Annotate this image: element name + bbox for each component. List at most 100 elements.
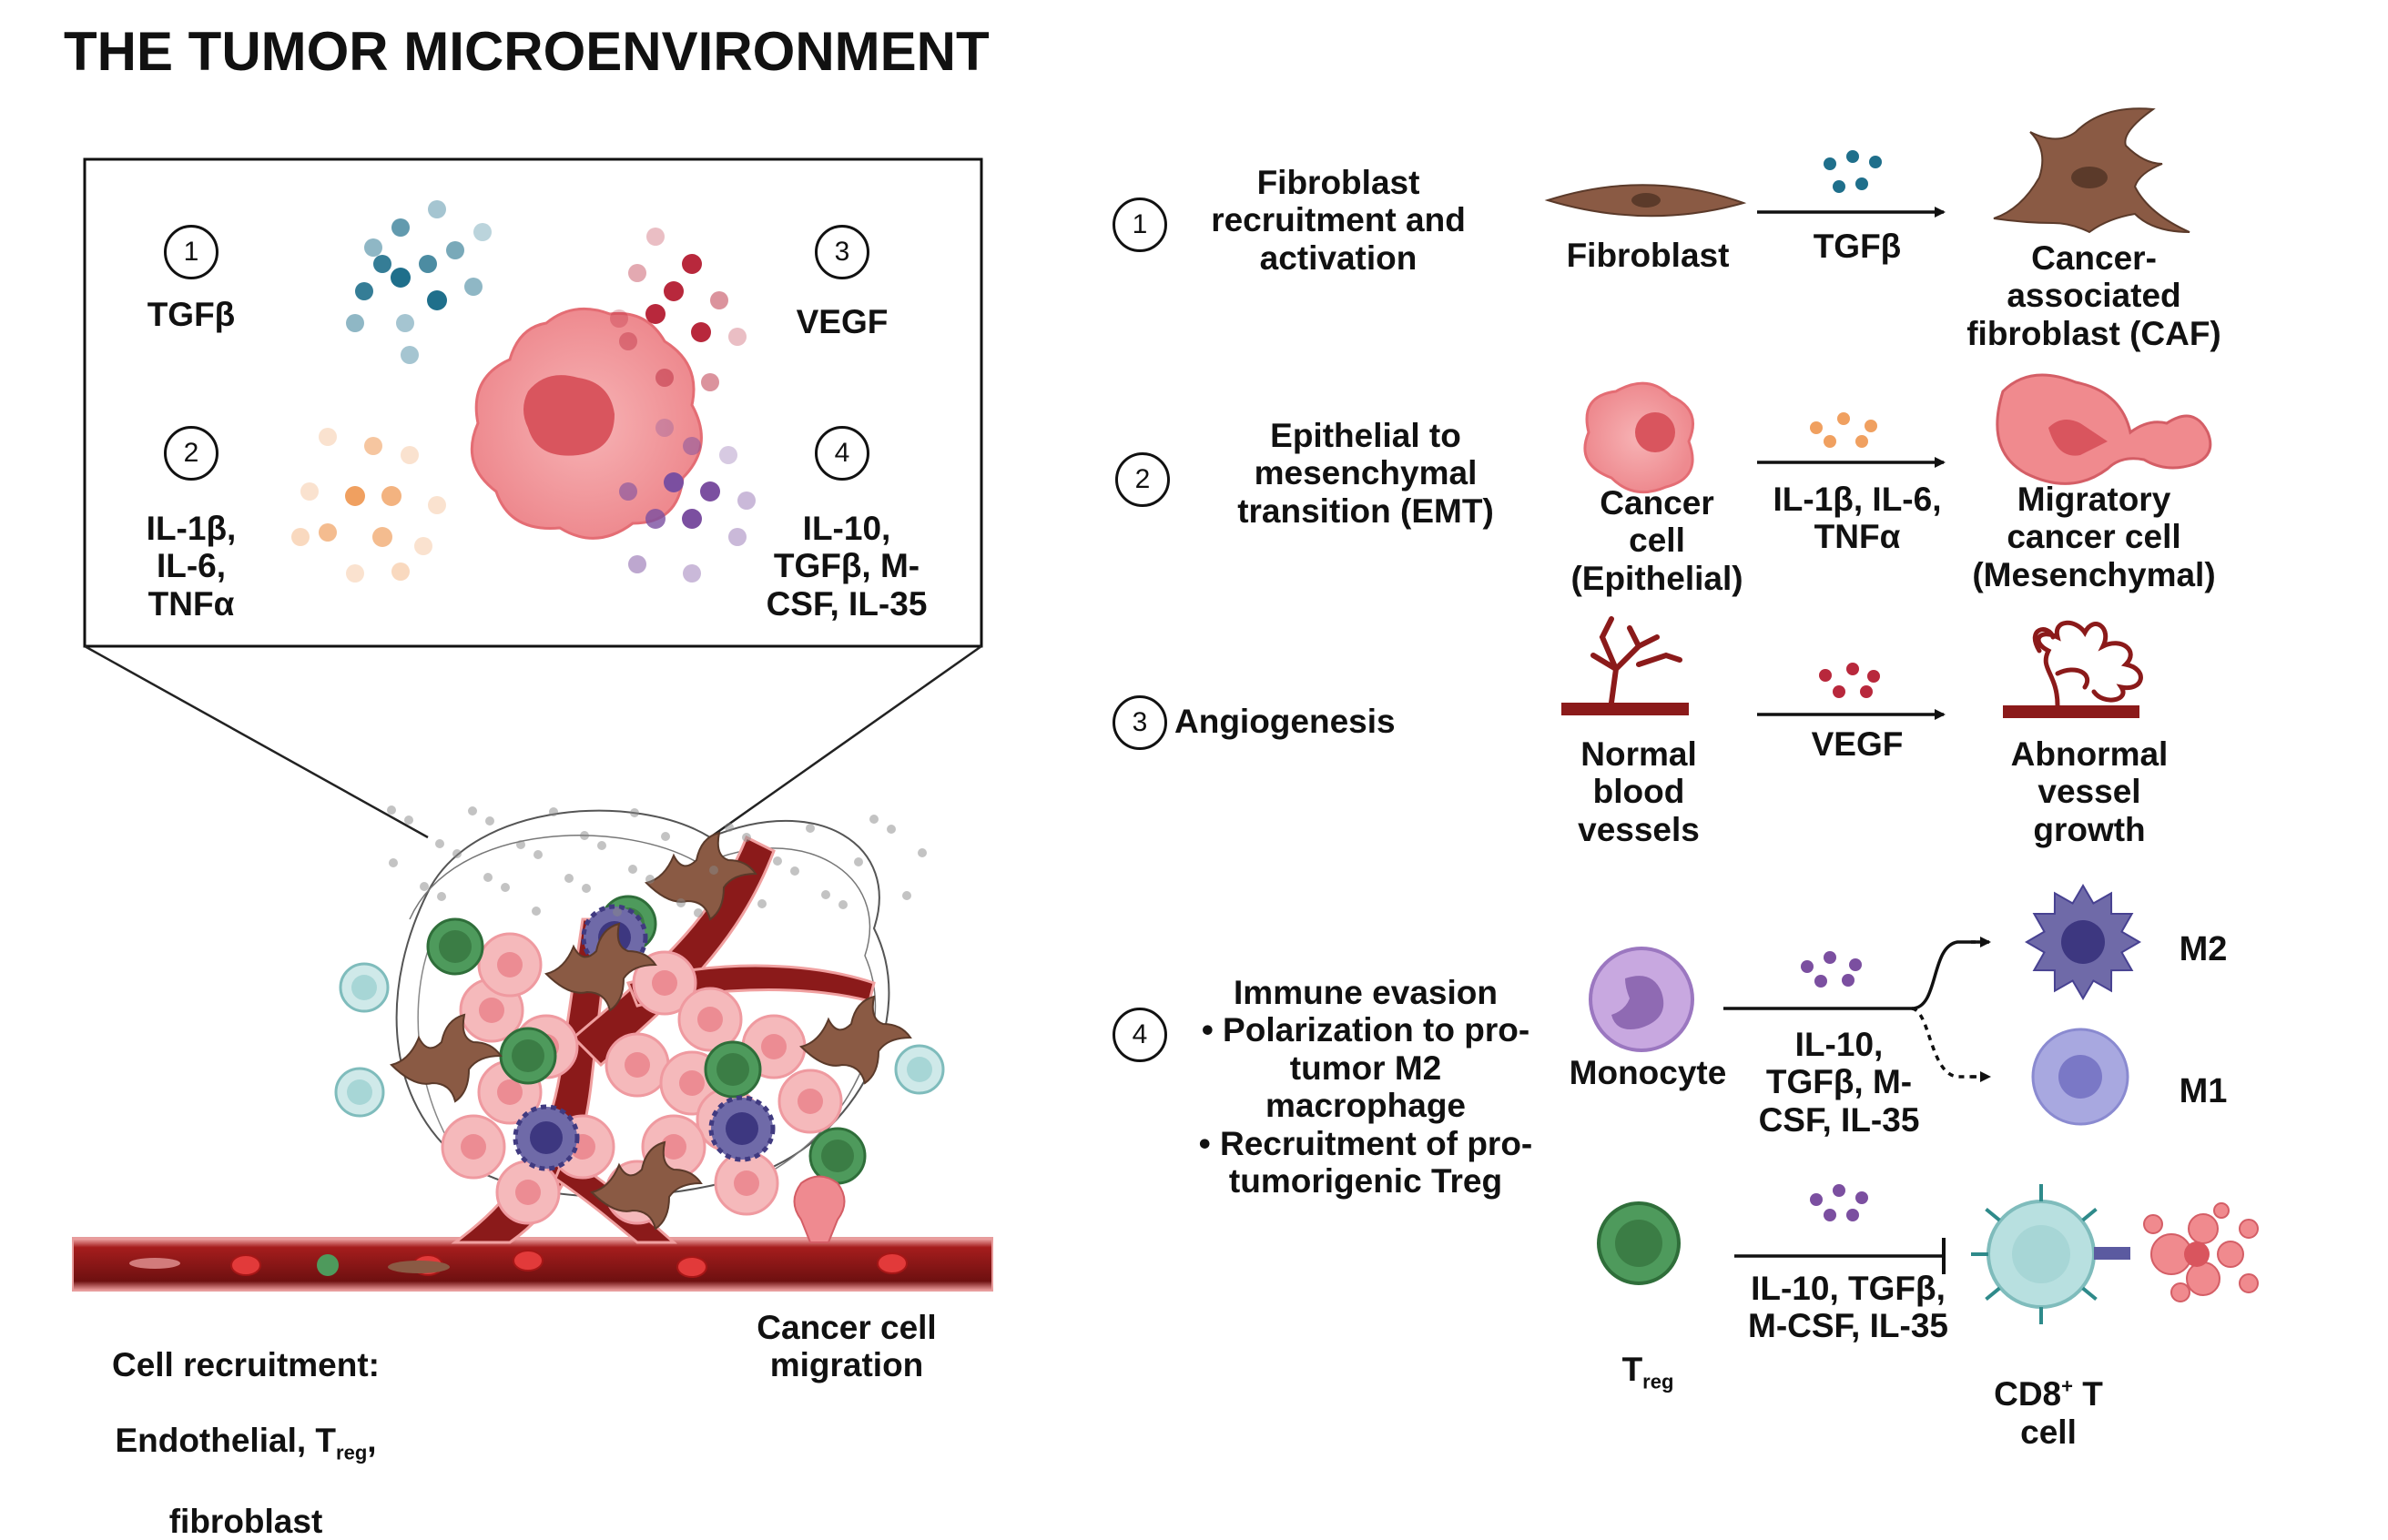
tumor-treg-nucleus [512,1039,544,1072]
il-dots-dot [291,528,310,546]
ecm-dots-dot [773,856,782,866]
tumor-cancer-cell-nucleus [461,1134,486,1160]
il10-dots-dot [728,528,747,546]
vegf-dots-dot [646,228,665,246]
il10-dots-dot [700,481,720,502]
tumor-cancer-cell-nucleus [515,1180,541,1205]
il10-dots-dot [719,446,737,464]
apoptotic-cancer-fragment [2239,1219,2259,1239]
migrating-cancer-cell [793,1175,846,1243]
epithelial-cancer-nucleus [1635,412,1675,452]
treg-il10-dots-dot [1810,1193,1823,1206]
il10-dots [619,419,756,583]
process1-tgfb-dots-dot [1846,150,1859,163]
ecm-dots-dot [628,865,637,874]
process1-tgfb-dots-dot [1833,180,1845,193]
il-dots-dot [364,437,382,455]
process1-tgfb-dots-dot [1869,156,1882,168]
process3-vegf-dots-dot [1819,669,1832,682]
treg-label-sub: reg [1642,1370,1674,1393]
ecm-dots-dot [918,848,927,857]
tumor-cancer-cell-nucleus [652,970,677,996]
tumor-cancer-cell-nucleus [697,1007,723,1032]
ecm-dots-dot [838,900,848,909]
ecm-dots-dot [501,883,510,892]
tgfb-dots-dot [401,346,419,364]
treg-nucleus [1615,1220,1662,1267]
inset-label-vegf: VEGF [796,303,889,340]
cd8-t-cell-nucleus [2012,1225,2070,1283]
il-dots-dot [428,496,446,514]
tgfb-dots-dot [391,268,411,288]
process-illustrations [1544,107,2259,1324]
process1-from-label: Fibroblast [1566,237,1730,274]
ecm-dots-dot [821,890,830,899]
inset-number-4: 4 [815,426,869,481]
cd8-receptor [1985,1286,2001,1302]
vegf-dots-dot [710,291,728,309]
apoptotic-cancer-nucleus [2184,1241,2210,1267]
tumor-caf [799,995,912,1085]
process2-il-dots-dot [1810,421,1823,434]
inset-number-3: 3 [815,225,869,279]
process4-il10-dots-dot [1842,974,1855,987]
tgfb-dots [346,200,492,364]
il10-dots-dot [664,472,684,492]
process1-to-label: Cancer- associated fibroblast (CAF) [1966,239,2221,352]
il10-dots-dot [619,482,637,501]
tumor-cell-cluster [129,805,945,1278]
ecm-dots-dot [564,874,574,883]
tumor-caf [544,922,657,1012]
process1-tgfb-dots-dot [1855,177,1868,190]
cd8-label: CD8+ T cell [1966,1338,2130,1451]
apoptotic-cancer-fragment [2213,1202,2230,1219]
cd8-synapse [2094,1247,2130,1260]
treg-signal-label: IL-10, TGFβ, M-CSF, IL-35 [1748,1270,1948,1345]
process-name-2: Epithelial to mesenchymal transition (EM… [1237,417,1494,530]
treg-label: Treg [1602,1313,1693,1393]
ecm-dots-dot [516,840,525,849]
ecm-dots-dot [709,866,718,875]
il-dots-dot [346,564,364,583]
apoptotic-cancer-fragment [2170,1282,2190,1302]
abnormal-vessel-base [2003,705,2139,718]
tumor-caf [590,1140,703,1231]
normal-vessel-base [1561,703,1689,715]
tumor-treg-nucleus [821,1140,854,1172]
ecm-dots-dot [790,866,799,876]
tgfb-dots-dot [364,238,382,257]
il-dots-dot [401,446,419,464]
tumor-caf [645,831,757,921]
ecm-dots-dot [661,832,670,841]
cd8-label-sup: + [2061,1375,2073,1399]
ecm-dots-dot [597,841,606,850]
inset-label-il: IL-1β, IL-6, TNFα [146,510,237,623]
ecm-dots-dot [404,816,413,825]
ecm-dots-dot [387,805,396,815]
il-dots-dot [319,523,337,542]
process3-vegf-dots-dot [1860,685,1873,698]
ecm-dots-dot [694,908,703,917]
il-dots-dot [319,428,337,446]
tumor-treg-nucleus [716,1053,749,1086]
ecm-dots-dot [532,907,541,916]
tgfb-dots-dot [391,218,410,237]
process-number-2: 2 [1115,452,1170,507]
inset-connector-left [84,644,429,839]
fibroblast-nucleus [1631,193,1661,208]
red-blood-cell [513,1250,544,1272]
inset-number-1: 1 [164,225,218,279]
treg-il10-dots-dot [1846,1209,1859,1221]
process4-curve-down [1911,1007,1976,1079]
cell-recruitment-line2: Endothelial, Treg, [115,1422,376,1464]
treg-il10-dots [1810,1184,1868,1221]
process3-vegf-dots-dot [1846,663,1859,675]
cd8-label-rest: T cell [2020,1375,2103,1451]
ecm-dots-dot [742,833,751,842]
il-dots-dot [345,486,365,506]
tumor-treg-nucleus [439,930,472,963]
inset-label-tgfb: TGFβ [147,296,236,333]
ecm-dots-dot [725,823,734,832]
monocyte-label: Monocyte [1569,1054,1727,1091]
process1-signal-label: TGFβ [1813,228,1902,265]
